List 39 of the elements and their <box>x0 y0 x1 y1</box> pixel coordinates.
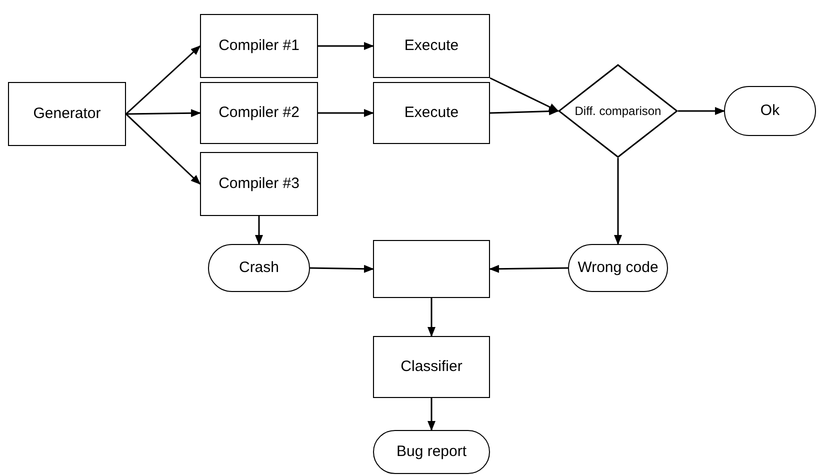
arrow <box>490 107 559 116</box>
process-box <box>373 14 490 78</box>
process-box <box>373 240 490 298</box>
terminal-box <box>208 244 310 292</box>
node-label: Compiler #3 <box>218 174 300 194</box>
process-box <box>200 82 318 144</box>
arrow <box>489 264 568 273</box>
node-label: Ok <box>759 102 781 120</box>
process-box <box>373 336 490 398</box>
arrow <box>126 109 201 118</box>
node-label: Wrong code <box>576 258 660 278</box>
node-label: Crash <box>238 258 280 278</box>
arrow <box>678 107 725 115</box>
node-label: Compiler #1 <box>218 36 300 56</box>
arrow <box>126 45 201 115</box>
arrow <box>310 264 374 273</box>
process-box <box>373 82 490 144</box>
process-box <box>8 82 126 146</box>
arrow <box>428 398 436 431</box>
arrow <box>255 216 263 245</box>
arrow <box>318 42 374 50</box>
node-label: Bug report <box>395 442 468 462</box>
terminal-box <box>373 430 490 474</box>
node-label: Compiler #2 <box>218 104 300 122</box>
node-label: Execute <box>403 36 460 56</box>
terminal-box <box>568 244 668 292</box>
node-label: Classifier <box>400 358 464 376</box>
decision-diamond <box>558 64 678 158</box>
arrow <box>428 298 436 337</box>
arrow <box>125 113 201 185</box>
process-box <box>200 14 318 78</box>
arrow <box>490 77 559 112</box>
node-label: Diff. comparison <box>574 104 662 118</box>
process-box <box>200 152 318 216</box>
arrow <box>614 158 622 245</box>
arrow <box>318 109 374 117</box>
node-label: Generator <box>32 104 102 124</box>
terminal-box <box>724 86 816 136</box>
node-label: Execute <box>403 104 460 122</box>
